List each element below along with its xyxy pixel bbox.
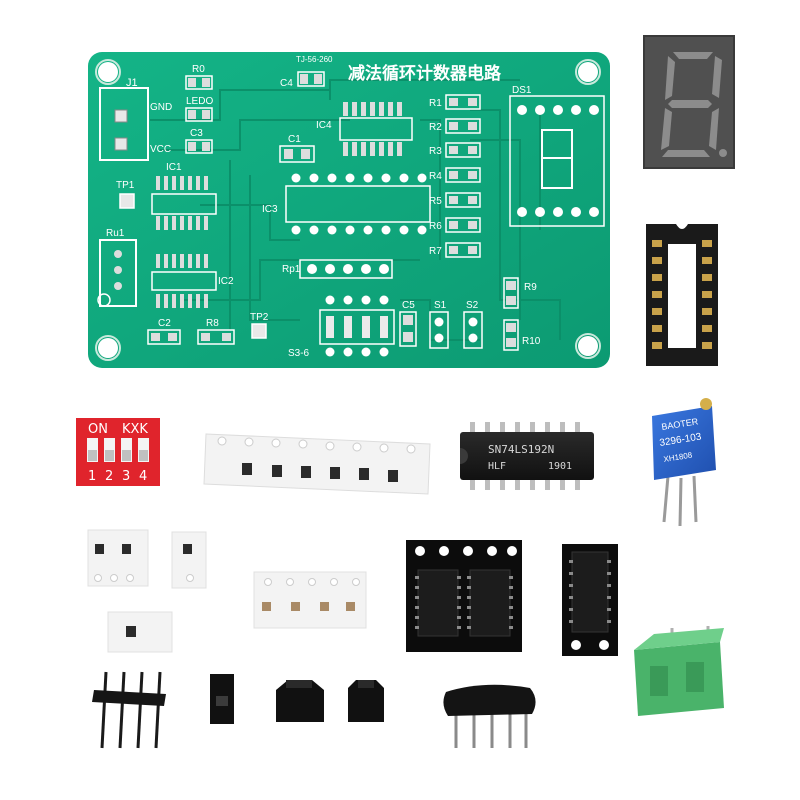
- label-ic3: IC3: [262, 204, 278, 215]
- pin-header: [92, 671, 166, 749]
- label-r6: R6: [429, 221, 442, 232]
- label-s3-6: S3-6: [288, 348, 310, 359]
- smd-resistor-tape-small: [87, 529, 207, 653]
- label-ds1: DS1: [512, 85, 532, 96]
- label-r0: R0: [192, 64, 205, 75]
- smd-ic-tape: [406, 540, 522, 652]
- label-r7: R7: [429, 246, 442, 257]
- label-ic2: IC2: [218, 276, 234, 287]
- pcb-model-text: TJ-56-260: [296, 55, 333, 64]
- label-r8: R8: [206, 318, 219, 329]
- counter-chip: SN74LS192N HLF 1901: [460, 422, 594, 490]
- seven-segment-display: [643, 35, 735, 169]
- label-tp1: TP1: [116, 180, 135, 191]
- label-r3: R3: [429, 146, 442, 157]
- smd-capacitor-tape: [253, 571, 367, 629]
- label-r1: R1: [429, 98, 442, 109]
- dip-brand-label: KXK: [122, 422, 148, 437]
- dip-number-3: 3: [122, 469, 130, 484]
- chip-date-code: 1901: [548, 461, 572, 472]
- pcb-board: TJ-56-260 减法循环计数器电路 J1 GND VCC R0 LEDO C…: [88, 52, 610, 368]
- ic-socket: [646, 224, 718, 366]
- dip-number-4: 4: [139, 469, 147, 484]
- screw-terminal: [634, 626, 724, 716]
- chip-maker: HLF: [488, 461, 506, 472]
- label-r4: R4: [429, 171, 442, 182]
- label-r2: R2: [429, 122, 442, 133]
- label-ru1: Ru1: [106, 228, 125, 239]
- jumper-caps: [210, 674, 384, 724]
- label-r5: R5: [429, 196, 442, 207]
- label-c4: C4: [280, 78, 293, 89]
- label-j1: J1: [126, 77, 138, 89]
- label-ic4: IC4: [316, 120, 332, 131]
- label-c2: C2: [158, 318, 171, 329]
- dip-switch: ON KXK 1 2 3 4: [76, 418, 160, 486]
- dip-number-1: 1: [88, 469, 96, 484]
- smd-resistor-tape: [203, 433, 431, 495]
- label-c3: C3: [190, 128, 203, 139]
- label-vcc: VCC: [150, 144, 171, 155]
- dip-number-2: 2: [105, 469, 113, 484]
- dip-on-label: ON: [88, 422, 108, 437]
- label-r9: R9: [524, 282, 537, 293]
- label-s1: S1: [434, 300, 447, 311]
- label-s2: S2: [466, 300, 479, 311]
- smd-ic-single: [562, 544, 618, 656]
- label-ledo: LEDO: [186, 96, 213, 107]
- label-tp2: TP2: [250, 312, 269, 323]
- label-ic1: IC1: [166, 162, 182, 173]
- label-rp1: Rp1: [282, 264, 301, 275]
- trimmer-potentiometer: BAOTER 3296-103 XH1808: [652, 398, 716, 527]
- label-c5: C5: [402, 300, 415, 311]
- label-c1: C1: [288, 134, 301, 145]
- label-gnd: GND: [150, 102, 172, 113]
- resistor-network: [443, 684, 536, 748]
- chip-part-number: SN74LS192N: [488, 443, 554, 456]
- pcb-title-text: 减法循环计数器电路: [348, 63, 502, 84]
- label-r10: R10: [522, 336, 541, 347]
